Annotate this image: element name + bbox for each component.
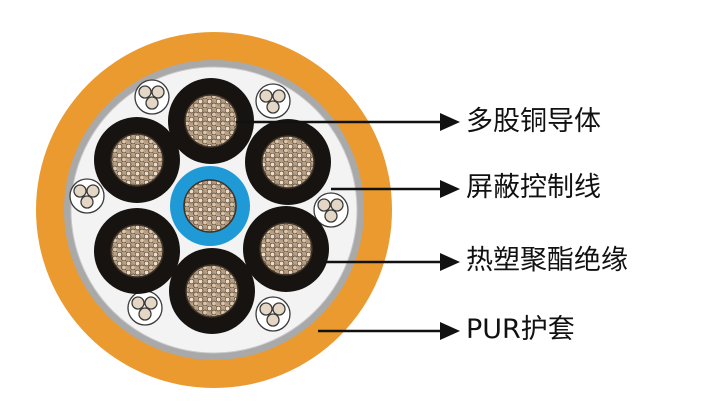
control-wire-bundle xyxy=(255,83,291,119)
insulated-conductor xyxy=(94,208,180,294)
label-stranded-copper-conductor: 多股铜导体 xyxy=(466,106,601,137)
pointer-insulation xyxy=(325,253,460,271)
pointer-conductor xyxy=(236,113,460,131)
control-wire-bundles xyxy=(69,79,349,332)
arrow-right-icon xyxy=(440,322,460,340)
label-pur-jacket: PUR护套 xyxy=(466,314,575,345)
arrow-right-icon xyxy=(440,253,460,271)
control-wire-bundle xyxy=(127,290,163,326)
pointer-jacket xyxy=(318,322,460,340)
pointer-control-wire xyxy=(331,180,460,198)
insulated-conductor xyxy=(94,117,180,203)
label-thermoplastic-polyester-insulation: 热塑聚酯绝缘 xyxy=(466,245,628,276)
arrow-right-icon xyxy=(440,113,460,131)
insulated-conductor xyxy=(168,78,254,164)
control-wire-bundle xyxy=(313,192,349,228)
label-shielded-control-wire: 屏蔽控制线 xyxy=(466,172,601,203)
control-wire-bundle xyxy=(69,178,105,214)
insulated-conductor xyxy=(243,206,329,292)
insulated-conductor xyxy=(245,119,331,205)
control-wire-bundle xyxy=(134,79,170,115)
insulated-conductor xyxy=(169,248,255,334)
center-conductor xyxy=(170,166,250,246)
arrow-right-icon xyxy=(440,180,460,198)
control-wire-bundle xyxy=(255,296,291,332)
